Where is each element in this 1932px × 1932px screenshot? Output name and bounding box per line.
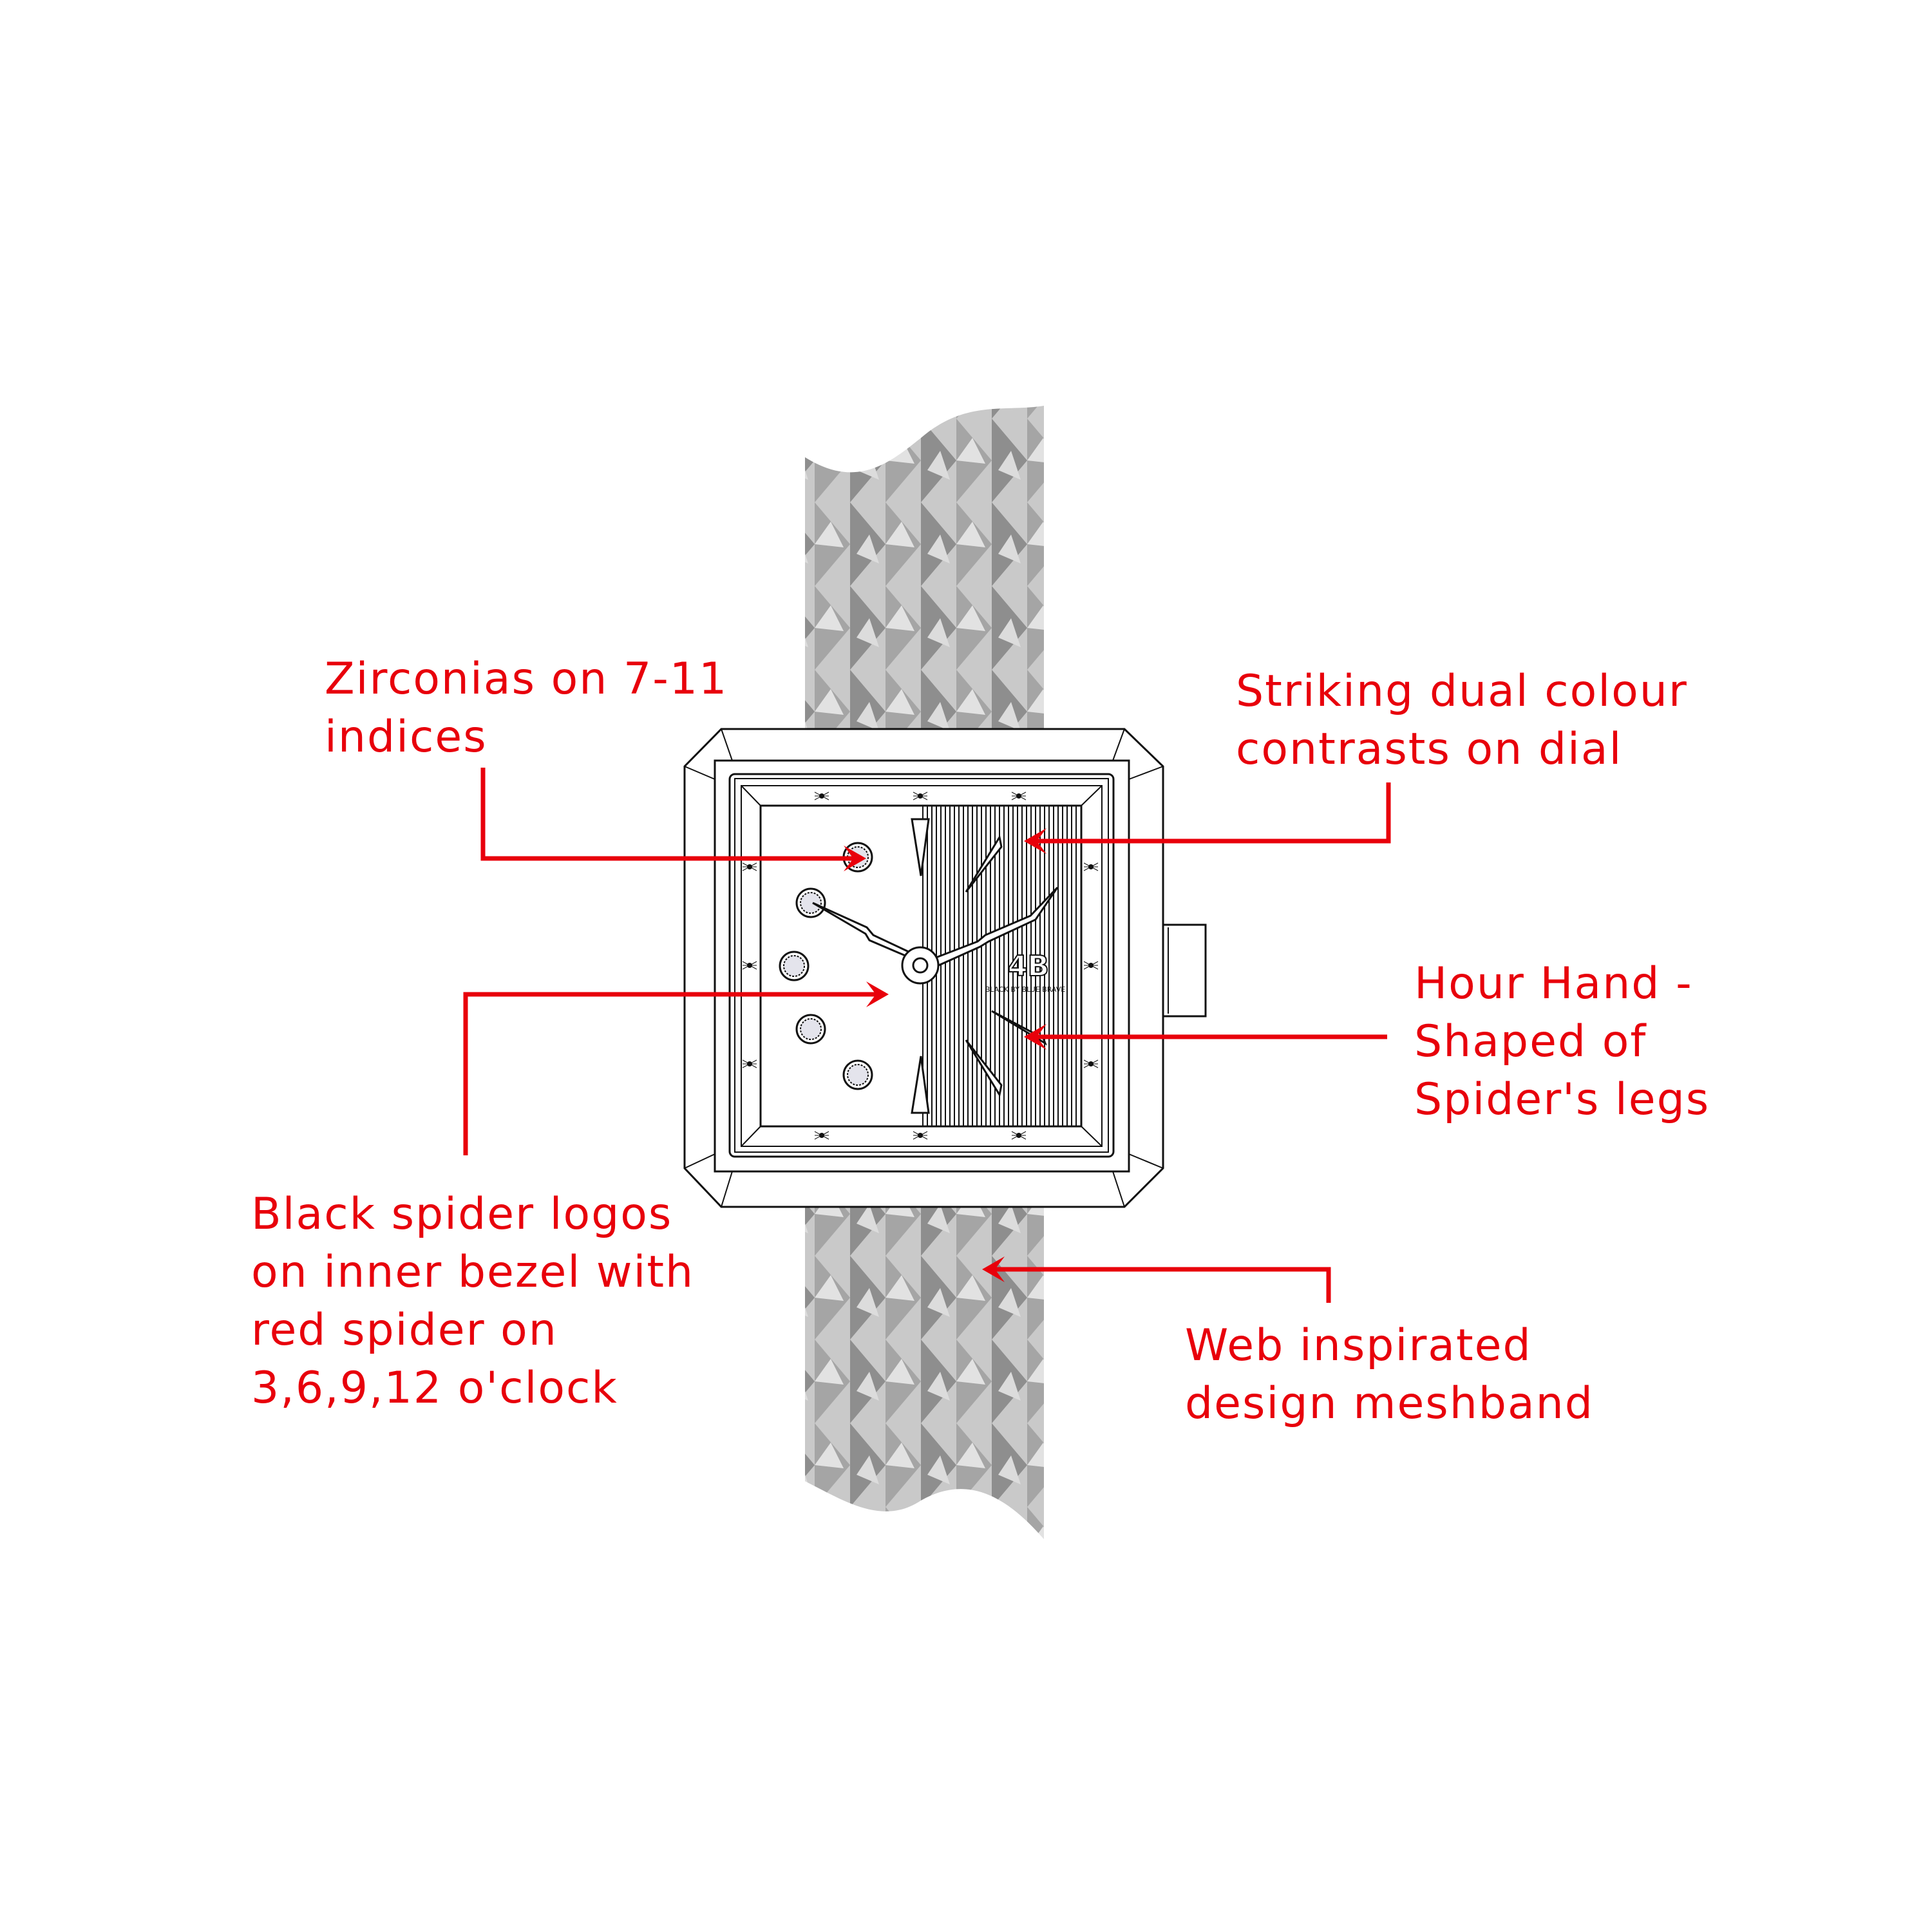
spider-icon — [1011, 791, 1027, 800]
index-12 — [911, 818, 930, 876]
label-dual-colour-1: Striking dual colour — [1236, 666, 1688, 717]
label-meshband-2: design meshband — [1185, 1378, 1594, 1429]
label-zirconias-2: indices — [325, 712, 488, 762]
label-hour-hand-3: Spider's legs — [1414, 1074, 1710, 1125]
spider-icon — [814, 791, 829, 800]
leader-dual-colour — [1034, 782, 1391, 844]
meshband-strap-top — [805, 406, 1044, 734]
crown — [1162, 923, 1207, 1018]
spider-icon — [1083, 961, 1099, 970]
spider-icon — [913, 1131, 928, 1140]
arrow-dual-colour — [1024, 828, 1046, 854]
spider-icon — [742, 862, 757, 871]
meshband-strap-bottom — [805, 1204, 1044, 1539]
label-spider-logos-2: on inner bezel with — [251, 1247, 694, 1298]
arrow-hour-hand — [1024, 1024, 1046, 1050]
spider-icon — [1083, 862, 1099, 871]
minute-hand — [926, 886, 1059, 971]
zirconia-icon — [795, 1014, 826, 1045]
index-6 — [911, 1056, 930, 1114]
zirconia-icon — [842, 1059, 873, 1090]
zirconia-icon — [779, 951, 810, 981]
arrow-meshband — [982, 1256, 1005, 1282]
leader-spider-logos — [463, 992, 879, 1155]
spider-icon — [913, 791, 928, 800]
spider-logos — [742, 791, 1099, 1140]
zirconia-indices — [779, 842, 873, 1090]
label-hour-hand-1: Hour Hand - — [1414, 958, 1693, 1009]
label-dual-colour-2: contrasts on dial — [1236, 724, 1622, 775]
spider-icon — [742, 1059, 757, 1068]
zirconia-icon — [795, 887, 826, 918]
index-1 — [965, 834, 1003, 893]
label-spider-logos-4: 3,6,9,12 o'clock — [251, 1363, 618, 1414]
label-zirconias-1: Zirconias on 7-11 — [325, 654, 728, 705]
label-meshband-1: Web inspirated — [1185, 1320, 1532, 1371]
leader-meshband — [992, 1267, 1331, 1303]
spider-icon — [814, 1131, 829, 1140]
brand-logo-mark: 4B — [1008, 950, 1049, 983]
label-hour-hand-2: Shaped of — [1414, 1016, 1647, 1067]
label-spider-logos-3: red spider on — [251, 1305, 558, 1356]
index-5 — [965, 1039, 1003, 1098]
spider-icon — [1083, 1059, 1099, 1068]
label-spider-logos-1: Black spider logos — [251, 1189, 672, 1240]
arrow-spider-logos — [866, 981, 889, 1007]
spider-icon — [1011, 1131, 1027, 1140]
brand-name: BLACK BY BLUE BRAVE — [985, 985, 1066, 994]
spider-icon — [742, 961, 757, 970]
arrow-zirconias — [844, 846, 866, 871]
dial-stripes — [922, 806, 1077, 1126]
leader-zirconias — [480, 768, 857, 861]
